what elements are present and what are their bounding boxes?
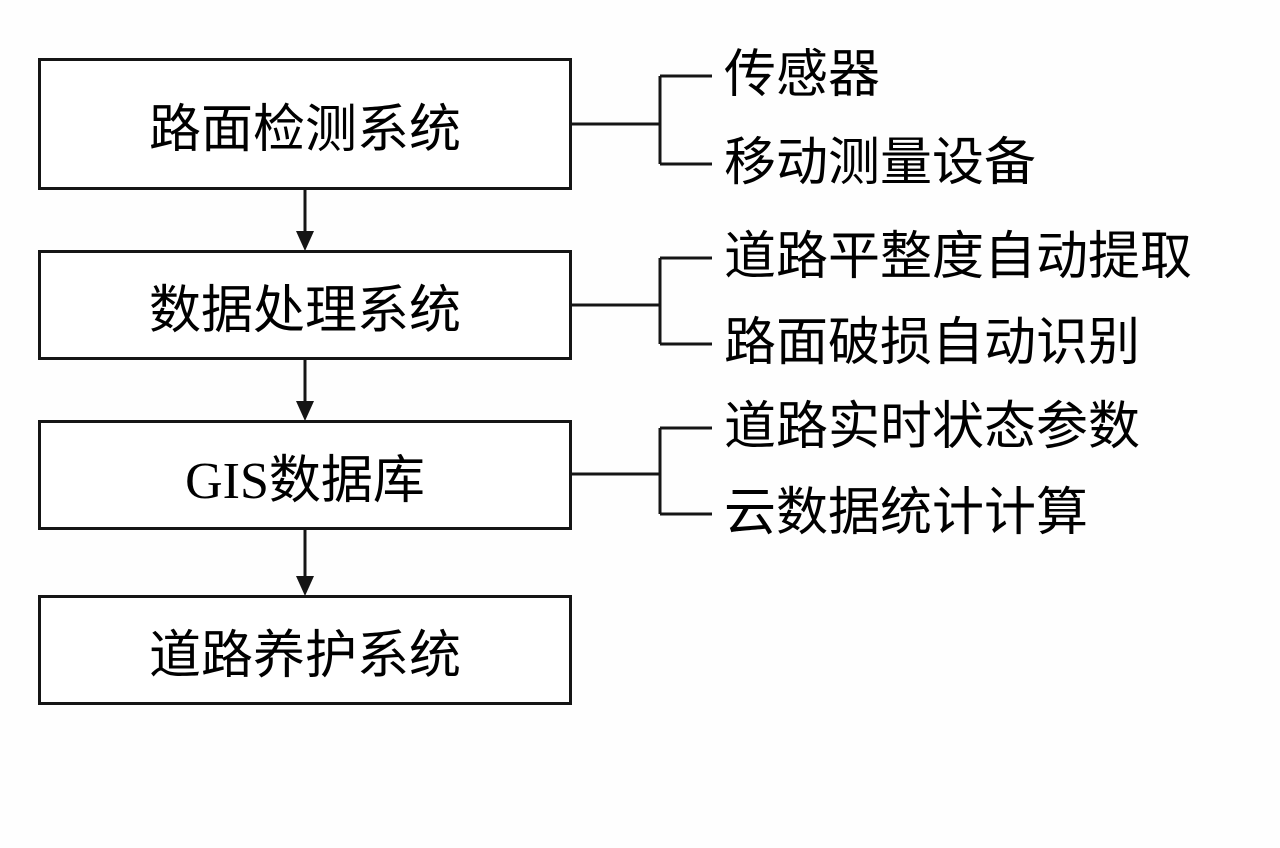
box-road-detection-system: 路面检测系统 xyxy=(38,58,572,190)
box-data-processing-system: 数据处理系统 xyxy=(38,250,572,360)
box-road-maintenance-system: 道路养护系统 xyxy=(38,595,572,705)
box-label-road-maintenance: 道路养护系统 xyxy=(148,627,461,685)
box-label-gis-database: GIS数据库 xyxy=(185,452,425,510)
annotation-pavement-damage-auto-recognition: 路面破损自动识别 xyxy=(724,315,1141,372)
box-label-road-detection: 路面检测系统 xyxy=(148,101,461,159)
annotation-road-realtime-state-parameters: 道路实时状态参数 xyxy=(724,399,1141,456)
bracket-1 xyxy=(572,74,712,166)
annotation-sensor: 传感器 xyxy=(724,47,881,104)
bracket-2 xyxy=(572,256,712,346)
annotation-road-flatness-auto-extraction: 道路平整度自动提取 xyxy=(724,229,1193,286)
box-gis-database: GIS数据库 xyxy=(38,420,572,530)
annotation-mobile-measurement-equipment: 移动测量设备 xyxy=(724,135,1037,192)
bracket-3 xyxy=(572,426,712,516)
annotation-cloud-data-statistics: 云数据统计计算 xyxy=(724,485,1089,542)
arrow-head-3 xyxy=(296,576,314,596)
box-label-data-processing: 数据处理系统 xyxy=(148,282,461,340)
arrow-head-1 xyxy=(296,231,314,251)
arrow-head-2 xyxy=(296,401,314,421)
